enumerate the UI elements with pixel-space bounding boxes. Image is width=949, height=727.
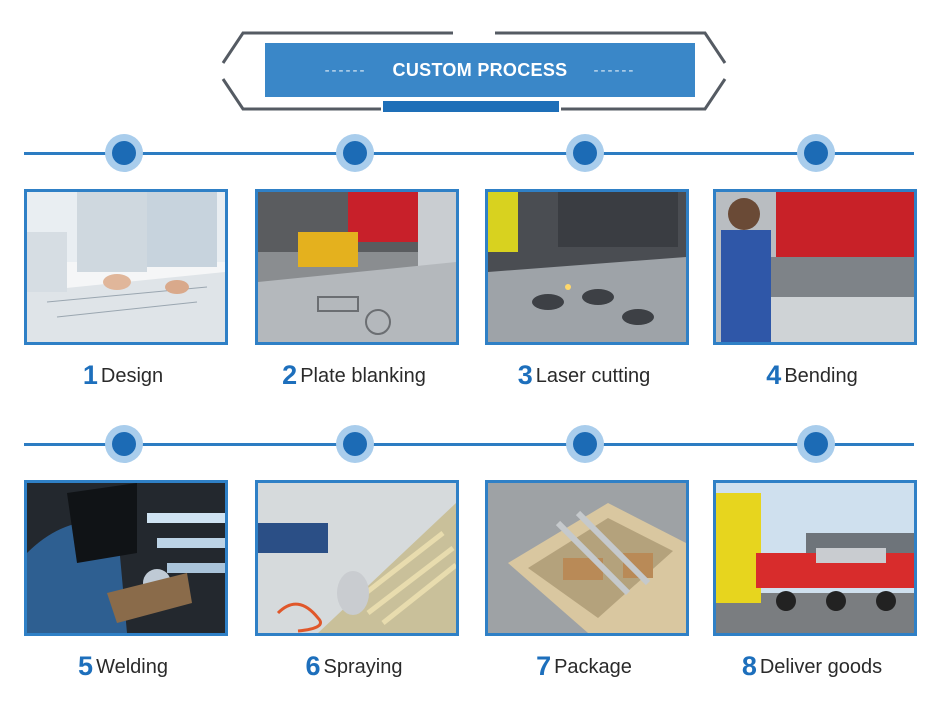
timeline-line-1: [24, 152, 914, 155]
step-label: Welding: [96, 656, 168, 678]
design-photo: [24, 189, 228, 345]
package-photo: [485, 480, 689, 636]
step-number: 1: [82, 360, 98, 390]
step-number: 6: [305, 651, 321, 681]
step-label: Deliver goods: [759, 656, 883, 678]
timeline-node-3: [566, 134, 604, 172]
step-number: 7: [536, 651, 552, 681]
bending-photo: [713, 189, 917, 345]
timeline-node-6: [336, 425, 374, 463]
step-label: Spraying: [323, 656, 403, 678]
step-number: 2: [282, 360, 298, 390]
step-label: Package: [554, 656, 632, 678]
timeline-node-8: [797, 425, 835, 463]
step-label: Design: [100, 365, 164, 387]
step-number: 8: [741, 651, 757, 681]
step-number: 4: [766, 360, 782, 390]
step-label: Bending: [784, 365, 858, 387]
page-title: CUSTOM PROCESS: [392, 59, 568, 80]
timeline-node-7: [566, 425, 604, 463]
timeline-line-2: [24, 443, 914, 446]
page-title-banner: ------ CUSTOM PROCESS ------: [265, 43, 695, 97]
banner-dash-left: ------: [324, 61, 367, 79]
timeline-node-5: [105, 425, 143, 463]
banner-dash-right: ------: [593, 61, 636, 79]
banner-frame: [221, 30, 727, 112]
timeline-node-1: [105, 134, 143, 172]
timeline-node-2: [336, 134, 374, 172]
plate-blanking-photo: [255, 189, 459, 345]
step-number: 3: [517, 360, 533, 390]
spraying-photo: [255, 480, 459, 636]
laser-cutting-photo: [485, 189, 689, 345]
step-number: 5: [78, 651, 94, 681]
timeline-node-4: [797, 134, 835, 172]
step-label: Plate blanking: [300, 365, 426, 387]
step-label: Laser cutting: [535, 365, 651, 387]
banner-tab: [383, 101, 559, 112]
welding-photo: [24, 480, 228, 636]
deliver-goods-photo: [713, 480, 917, 636]
